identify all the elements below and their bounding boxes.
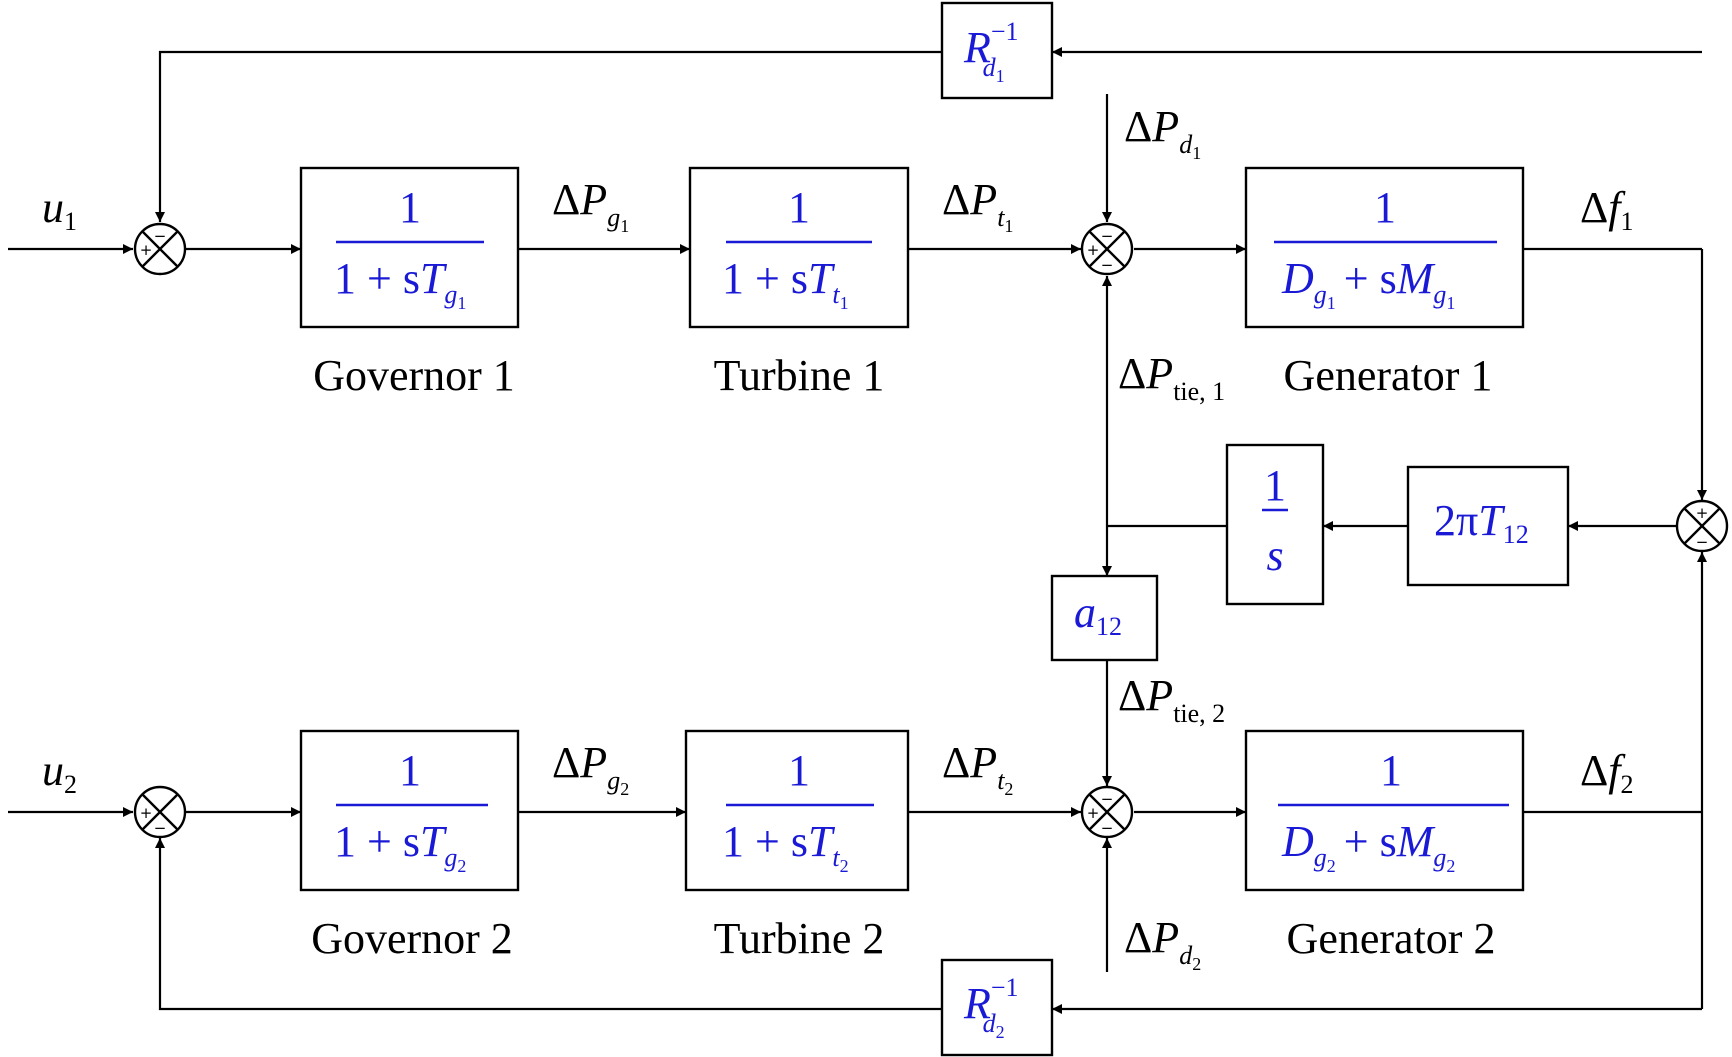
gen2-denominator: Dg2+ sMg2	[1281, 817, 1455, 876]
signal-df1: Δf1	[1580, 183, 1634, 236]
wire-r2-to-sum4	[155, 838, 942, 1011]
sync-coefficient: 2πT12	[1434, 496, 1529, 549]
turb2-denominator: 1 + sTt2	[722, 817, 849, 876]
sign-plus: +	[1087, 804, 1100, 822]
generator-2-caption: Generator 2	[1287, 914, 1496, 963]
governor-1-caption: Governor 1	[313, 351, 515, 400]
integrator-numerator: 1	[1264, 461, 1286, 510]
sync-coefficient-block: 2πT12	[1406, 465, 1570, 587]
sign-plus: +	[140, 804, 153, 822]
summing-junction-2: + − −	[1080, 222, 1134, 276]
signal-dpg2: ΔPg2	[552, 738, 629, 799]
sign-minus: −	[1696, 533, 1709, 551]
integrator-block: 1 s	[1225, 443, 1325, 606]
gen2-numerator: 1	[1380, 746, 1402, 795]
sign-minus: −	[154, 819, 167, 837]
signal-u1: u1	[42, 183, 77, 236]
sign-minus: −	[1101, 256, 1114, 274]
generator-2-block: 1 Dg2+ sMg2	[1244, 729, 1525, 892]
sign-plus: +	[1696, 504, 1709, 522]
gov2-numerator: 1	[399, 746, 421, 795]
gen1-numerator: 1	[1374, 183, 1396, 232]
summing-junction-3: + − −	[1080, 785, 1134, 839]
signal-dptie1: ΔPtie, 1	[1118, 349, 1225, 406]
generator-1-caption: Generator 1	[1284, 351, 1493, 400]
governor-1-block: 1 1 + sTg1	[299, 166, 520, 329]
sign-minus: −	[1101, 227, 1114, 245]
turbine-1-caption: Turbine 1	[714, 351, 885, 400]
gov2-denominator: 1 + sTg2	[334, 817, 466, 876]
generator-1-block: 1 Dg1+ sMg1	[1244, 166, 1525, 329]
turbine-2-block: 1 1 + sTt2	[684, 729, 910, 892]
turbine-1-block: 1 1 + sTt1	[688, 166, 910, 329]
gov1-numerator: 1	[399, 183, 421, 232]
sign-minus: −	[1101, 790, 1114, 808]
signal-wires	[8, 47, 1707, 1014]
governor-2-block: 1 1 + sTg2	[299, 729, 520, 892]
wire-r1-to-sum1	[155, 50, 942, 222]
summing-junction-1: + −	[133, 222, 187, 276]
signal-dpt2: ΔPt2	[942, 738, 1013, 799]
signal-u2: u2	[42, 746, 77, 799]
turb1-numerator: 1	[788, 183, 810, 232]
signal-dptie2: ΔPtie, 2	[1118, 671, 1225, 728]
turbine-2-caption: Turbine 2	[714, 914, 885, 963]
summing-junction-4: + −	[133, 785, 187, 839]
signal-dpt1: ΔPt1	[942, 175, 1013, 236]
a12-gain: a12	[1074, 588, 1122, 641]
sign-plus: +	[140, 241, 153, 259]
integrator-denominator: s	[1266, 531, 1283, 580]
turb1-denominator: 1 + sTt1	[722, 254, 849, 313]
summing-junction-tie: + −	[1675, 499, 1729, 553]
sign-plus: +	[1087, 241, 1100, 259]
signal-dpd2: ΔPd2	[1124, 913, 1201, 974]
gen1-denominator: Dg1+ sMg1	[1281, 254, 1455, 313]
gov1-denominator: 1 + sTg1	[334, 254, 466, 313]
signal-dpd1: ΔPd1	[1124, 102, 1201, 163]
governor-2-caption: Governor 2	[311, 914, 513, 963]
sign-minus: −	[154, 227, 167, 245]
a12-block: a12	[1050, 574, 1159, 662]
signal-dpg1: ΔPg1	[552, 175, 629, 236]
signal-df2: Δf2	[1580, 746, 1634, 799]
turb2-numerator: 1	[788, 746, 810, 795]
sign-minus: −	[1101, 819, 1114, 837]
